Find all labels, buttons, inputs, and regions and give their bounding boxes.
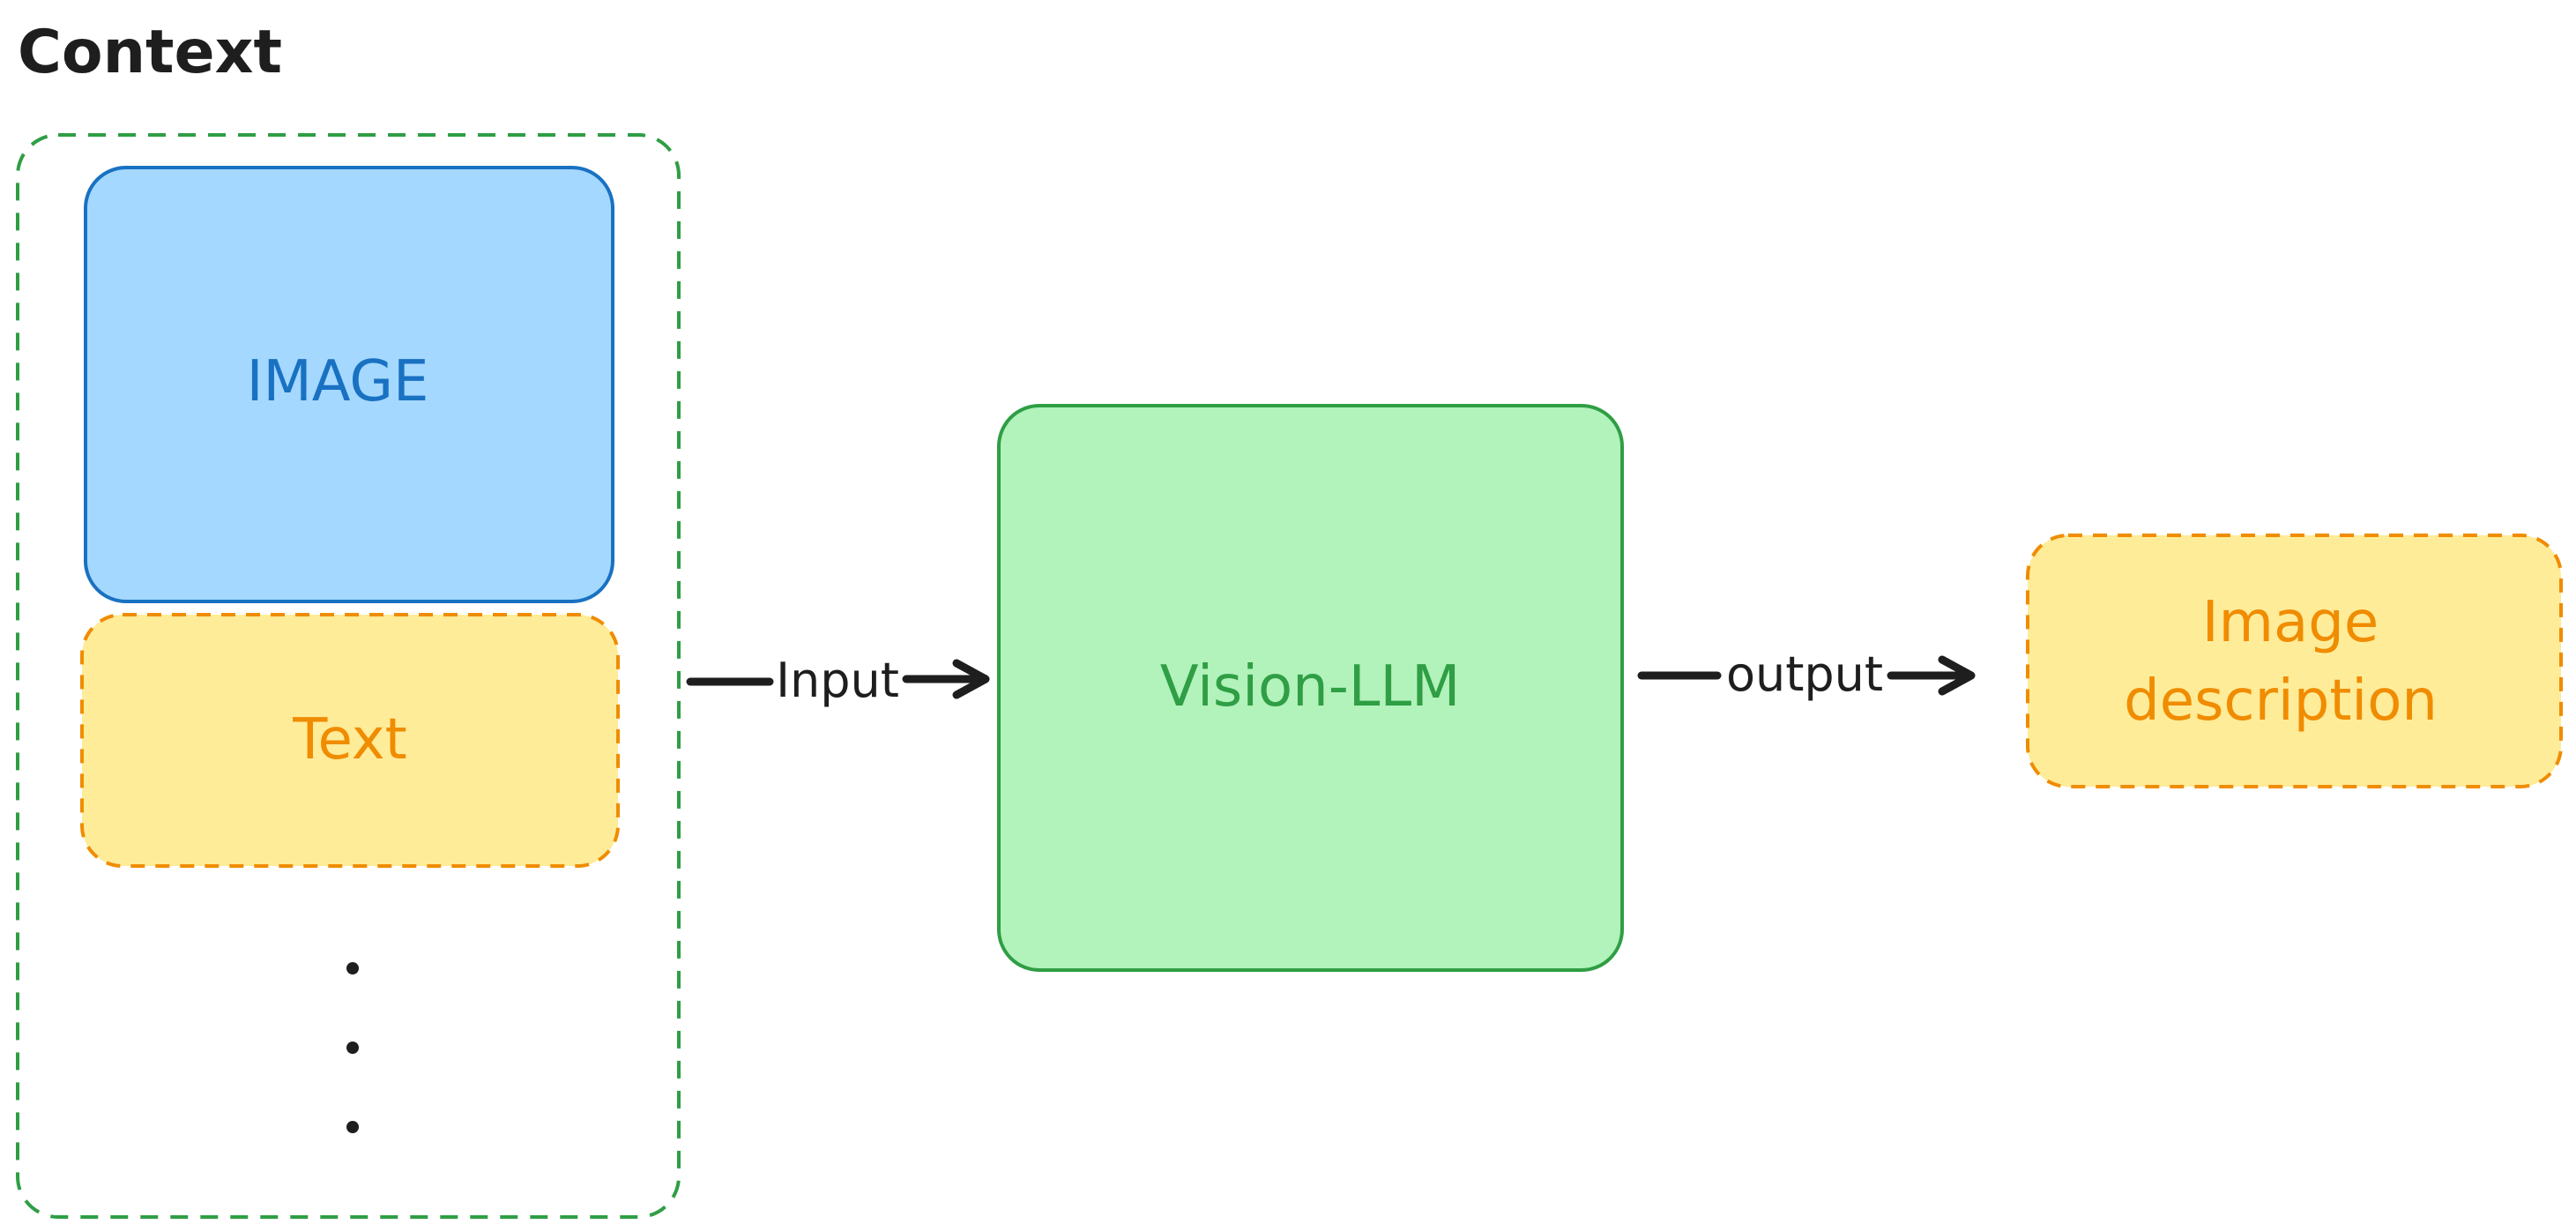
vision-llm-label: Vision-LLM	[1160, 654, 1461, 720]
text-label: Text	[292, 707, 406, 773]
image-description-label-line2: description	[2124, 668, 2438, 734]
output-arrow-label: output	[1726, 646, 1883, 702]
context-title: Context	[18, 18, 282, 87]
text-node[interactable]: Text	[80, 613, 620, 868]
image-description-node[interactable]: Image description	[2026, 534, 2563, 788]
input-arrow-head	[952, 659, 990, 699]
input-arrow: Input	[686, 653, 990, 708]
image-box	[84, 166, 614, 603]
image-label: IMAGE	[247, 349, 429, 414]
image-description-label-line1: Image	[2202, 590, 2379, 655]
vision-llm-node[interactable]: Vision-LLM	[997, 404, 1624, 972]
text-box	[80, 613, 620, 868]
context-container	[16, 133, 681, 1219]
ellipsis-dot-3	[346, 1121, 359, 1133]
ellipsis	[346, 962, 359, 1133]
output-arrow-head	[1938, 655, 1976, 696]
ellipsis-dot-1	[346, 962, 359, 974]
output-arrow: output	[1637, 646, 1976, 702]
image-description-box	[2026, 534, 2563, 788]
input-arrow-label: Input	[776, 653, 899, 708]
image-node[interactable]: IMAGE	[84, 166, 614, 603]
ellipsis-dot-2	[346, 1042, 359, 1054]
vision-llm-box	[997, 404, 1624, 972]
